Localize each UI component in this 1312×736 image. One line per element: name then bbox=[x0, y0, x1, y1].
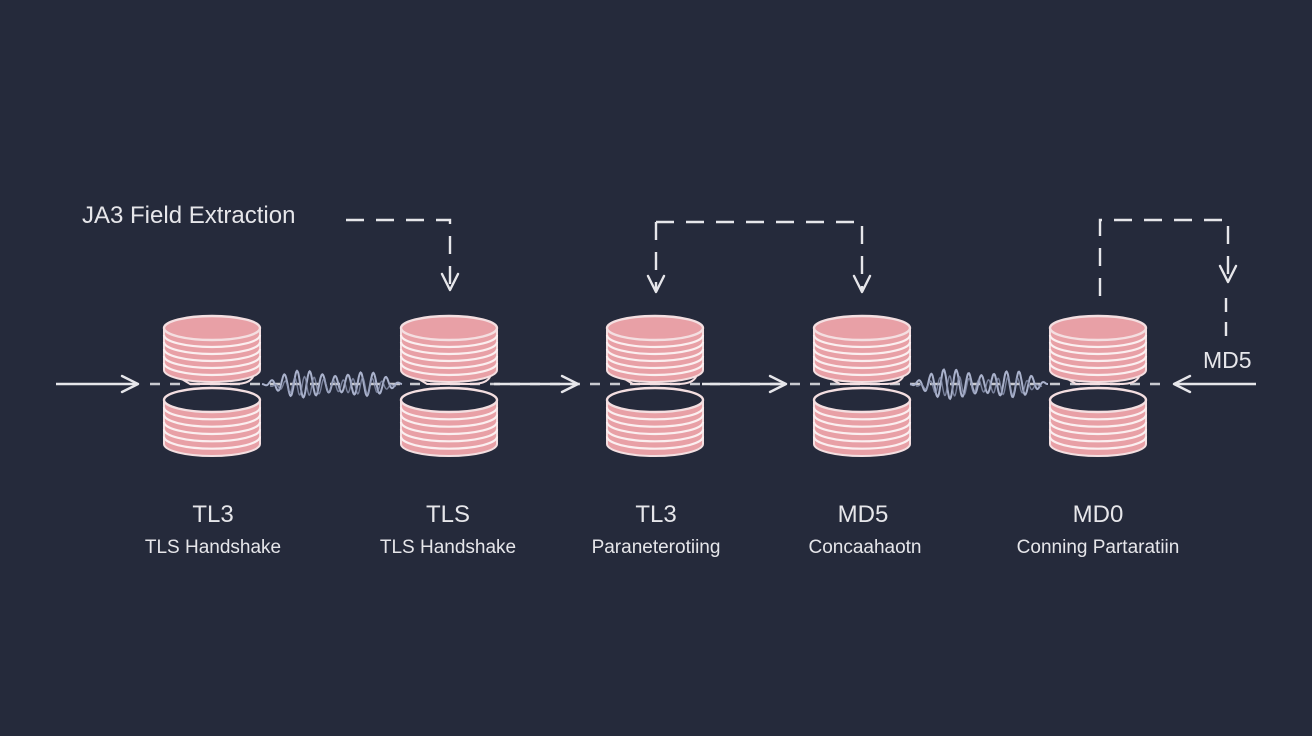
extraction-label: JA3 Field Extraction bbox=[82, 202, 295, 229]
stack-4-lower bbox=[812, 386, 912, 457]
stage-3-title: TL3 bbox=[635, 501, 676, 528]
stage-1-title: TL3 bbox=[192, 501, 233, 528]
stack-2 bbox=[399, 314, 499, 457]
extraction-connector bbox=[346, 218, 460, 292]
signal-wave-2-trace bbox=[915, 374, 1043, 397]
stack-5-lower bbox=[1048, 386, 1148, 457]
stack-4-upper bbox=[812, 314, 912, 383]
md5-input-label: MD5 bbox=[1203, 347, 1252, 373]
stage-2-subtitle: TLS Handshake bbox=[380, 537, 516, 558]
stack-1-lower bbox=[162, 386, 262, 457]
stack-2-lower bbox=[399, 386, 499, 457]
stack-3-upper bbox=[605, 314, 705, 383]
stack-3-lower bbox=[605, 386, 705, 457]
stage-2-title: TLS bbox=[426, 501, 470, 528]
stage-4-subtitle: Concaahaotn bbox=[808, 537, 921, 558]
stack-3 bbox=[605, 314, 705, 457]
stack-1-upper bbox=[162, 314, 262, 383]
signal-wave-1-trace bbox=[269, 375, 397, 397]
stage-5-subtitle: Conning Partaratiin bbox=[1017, 537, 1180, 558]
stage-1-subtitle: TLS Handshake bbox=[145, 537, 281, 558]
md5-loop-connector bbox=[1098, 218, 1238, 296]
stack-1 bbox=[162, 314, 262, 457]
stack-4 bbox=[812, 314, 912, 457]
stack-5 bbox=[1048, 314, 1148, 457]
stack-5-upper bbox=[1048, 314, 1148, 383]
loop-connector-top bbox=[656, 220, 872, 294]
stage-5-title: MD0 bbox=[1073, 501, 1124, 528]
stage-stacks bbox=[162, 314, 1148, 457]
stack-2-upper bbox=[399, 314, 499, 383]
stage-4-title: MD5 bbox=[838, 501, 889, 528]
stage-3-subtitle: Paraneterotiing bbox=[592, 537, 721, 558]
